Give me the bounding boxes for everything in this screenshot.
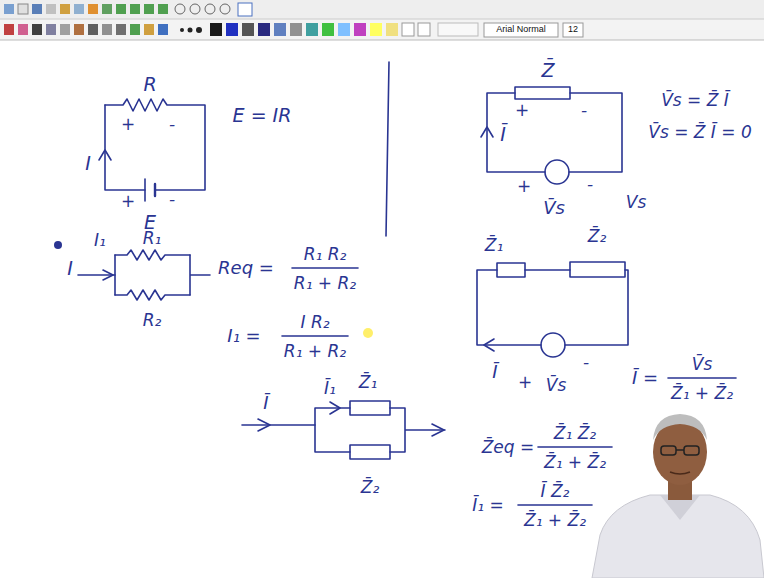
cursor-highlight (363, 328, 373, 338)
parallel-resistors (78, 250, 210, 300)
parallel-impedances (242, 401, 445, 459)
handwritten-label: V̄s (543, 198, 565, 218)
handwritten-label: I₁ = (227, 326, 260, 346)
impedance-box (350, 401, 390, 415)
handwritten-label: Ī (500, 124, 506, 145)
handwritten-label: R₁ + R₂ (284, 342, 346, 361)
handwritten-label: V̄s = Z̄ Ī = 0 (648, 123, 751, 142)
source-symbol (541, 333, 565, 357)
handwritten-label: + (515, 101, 529, 120)
handwritten-label: Z̄₂ (588, 227, 606, 246)
handwritten-label: Z̄ (541, 60, 554, 81)
handwritten-label: Z̄₁ + Z̄₂ (524, 511, 586, 530)
toolbar (0, 0, 764, 19)
handwritten-label: Z̄eq = (482, 438, 535, 457)
handwritten-label: Ī₁ (324, 379, 336, 398)
handwritten-label: R₁ R₂ (304, 245, 347, 264)
fraction-bars (282, 268, 736, 505)
handwritten-label: Ī₁ = (472, 496, 503, 515)
handwritten-label: V̄s (546, 376, 567, 395)
toolbar (0, 19, 764, 40)
impedance-box (497, 263, 525, 277)
handwritten-label: + (517, 177, 531, 196)
handwritten-label: - (581, 101, 587, 120)
handwritten-label: - (169, 115, 175, 134)
handwritten-label: I (67, 258, 73, 279)
handwritten-label: R (143, 74, 156, 95)
impedance-box (515, 87, 570, 99)
ac-circuit (481, 87, 622, 184)
handwritten-label: Ī Z̄₂ (541, 482, 570, 501)
handwritten-label: I R₂ (300, 313, 329, 332)
handwritten-label: Ī (492, 362, 497, 382)
handwritten-label: R₁ + R₂ (294, 274, 356, 293)
handwritten-label: + (121, 192, 135, 211)
dc-circuit (99, 99, 205, 201)
handwritten-label: Ī (263, 393, 268, 413)
handwritten-label: V̄s = Z̄ Ī (661, 91, 729, 110)
divider-line (386, 62, 389, 236)
source-symbol (545, 160, 569, 184)
handwritten-label: R₂ (143, 311, 162, 330)
handwritten-label: Z̄₁ + Z̄₂ (544, 453, 606, 472)
impedance-box (570, 262, 625, 277)
handwritten-label: Z̄₁ (485, 236, 503, 255)
lecturer (592, 414, 764, 578)
battery-symbol (144, 179, 146, 201)
handwritten-label: Vs (626, 193, 647, 212)
handwritten-label: + (121, 115, 135, 134)
handwritten-label: R₁ (143, 229, 162, 248)
handwritten-label: I₁ (94, 231, 106, 250)
pen-dot (54, 241, 62, 249)
handwritten-label: Z̄₁ + Z̄₂ (671, 384, 733, 403)
series-impedances (477, 262, 628, 357)
handwritten-label: V̄s (692, 355, 713, 374)
handwritten-label: Z̄₂ (361, 478, 379, 497)
handwritten-label: - (587, 175, 593, 194)
handwritten-label: Ī = (632, 368, 658, 388)
toolbar-text: Arial Normal (496, 25, 546, 35)
handwritten-label: Z̄₁ Z̄₂ (554, 424, 596, 443)
toolbar-icons (4, 3, 583, 37)
handwritten-label: - (583, 353, 589, 372)
handwritten-label: Req = (218, 258, 274, 278)
handwritten-label: I (85, 153, 91, 174)
handwritten-label: Z̄₁ (359, 373, 377, 392)
toolbar-text: 12 (568, 25, 578, 35)
handwritten-label: E = IR (233, 105, 292, 126)
handwritten-label: - (169, 190, 175, 209)
handwritten-label: + (518, 373, 532, 392)
impedance-box (350, 445, 390, 459)
